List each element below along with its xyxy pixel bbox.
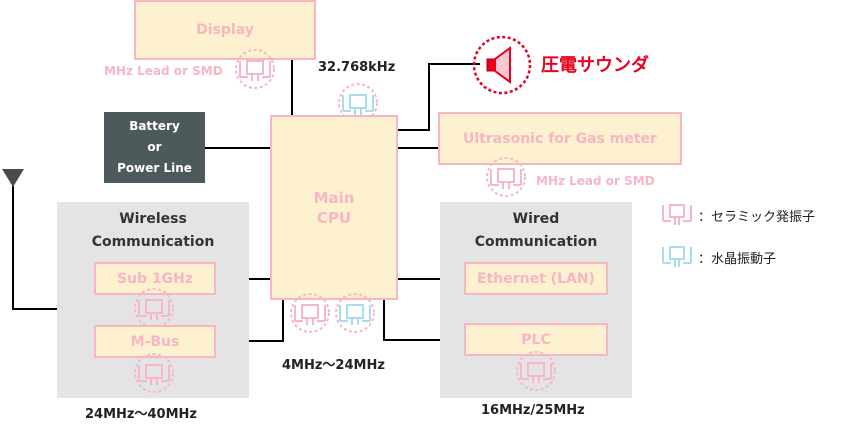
freq-wireless-label: 24MHz～40MHz [85, 407, 197, 422]
ceramic-resonator-icon [660, 202, 694, 228]
main-cpu-line1: Main [313, 188, 355, 207]
wire-cpu-ultrasonic [398, 147, 438, 149]
display-resonator-note: MHz Lead or SMD [104, 64, 223, 78]
wire-cpu-buzzer-v [428, 63, 430, 131]
wire-cpu-mbus-v [282, 300, 284, 342]
ultrasonic-resonator-note: MHz Lead or SMD [536, 174, 655, 188]
display-label: Display [196, 22, 254, 38]
ethernet-label: Ethernet (LAN) [477, 270, 595, 287]
crystal-oscillator-icon [660, 244, 694, 270]
wire-cpu-ethernet [398, 278, 464, 280]
ultrasonic-label: Ultrasonic for Gas meter [463, 130, 657, 147]
display-block: Display [134, 0, 316, 60]
sub1ghz-label: Sub 1GHz [116, 270, 194, 287]
wire-cpu-mbus-h [216, 340, 284, 342]
wire-cpu-plc-v [383, 300, 385, 341]
crystal-oscillator-icon [133, 287, 175, 329]
power-line2: or [147, 140, 162, 154]
freq-wired-label: 16MHz/25MHz [481, 403, 585, 418]
wireless-title-line2: Communication [91, 234, 215, 250]
crystal-oscillator-icon [334, 292, 376, 334]
wire-display-cpu [291, 60, 293, 115]
wired-title-line2: Communication [474, 234, 598, 250]
power-line3: Power Line [117, 161, 192, 175]
piezo-sounder-icon [472, 35, 532, 95]
wired-group-title: Wired Communication [440, 208, 632, 254]
mbus-block: M-Bus [94, 325, 216, 358]
freq-cpu-label: 4MHz～24MHz [282, 358, 385, 373]
wire-power-cpu [205, 147, 270, 149]
legend-ceramic-label: ：セラミック発振子 [698, 210, 816, 225]
plc-block: PLC [464, 323, 608, 356]
legend-crystal-label: ：水晶振動子 [698, 252, 777, 267]
power-line1: Battery [129, 119, 180, 133]
main-cpu-line2: CPU [316, 208, 352, 227]
ethernet-block: Ethernet (LAN) [464, 262, 608, 295]
power-source-block: Battery or Power Line [104, 112, 205, 183]
main-cpu-block: Main CPU [270, 115, 398, 300]
wireless-title-line1: Wireless [119, 211, 187, 227]
wire-antenna-v [12, 186, 14, 310]
wired-group [440, 202, 632, 398]
wire-cpu-buzzer-h1 [398, 129, 429, 131]
ceramic-resonator-icon [234, 48, 276, 90]
freq-32khz-label: 32.768kHz [318, 60, 396, 75]
wired-title-line1: Wired [512, 211, 560, 227]
plc-label: PLC [521, 331, 551, 348]
wire-antenna-h [12, 308, 74, 310]
wire-cpu-plc-h [383, 339, 464, 341]
piezo-sounder-label: 圧電サウンダ [541, 55, 649, 76]
crystal-oscillator-icon [515, 350, 557, 392]
ceramic-resonator-icon [289, 292, 331, 334]
wire-cpu-buzzer-h2 [428, 63, 480, 65]
ceramic-resonator-icon [485, 156, 527, 198]
ultrasonic-block: Ultrasonic for Gas meter [438, 112, 682, 165]
ceramic-resonator-icon [133, 352, 175, 394]
antenna-icon [1, 168, 25, 188]
wireless-group-title: Wireless Communication [57, 208, 249, 254]
mbus-label: M-Bus [130, 333, 180, 350]
